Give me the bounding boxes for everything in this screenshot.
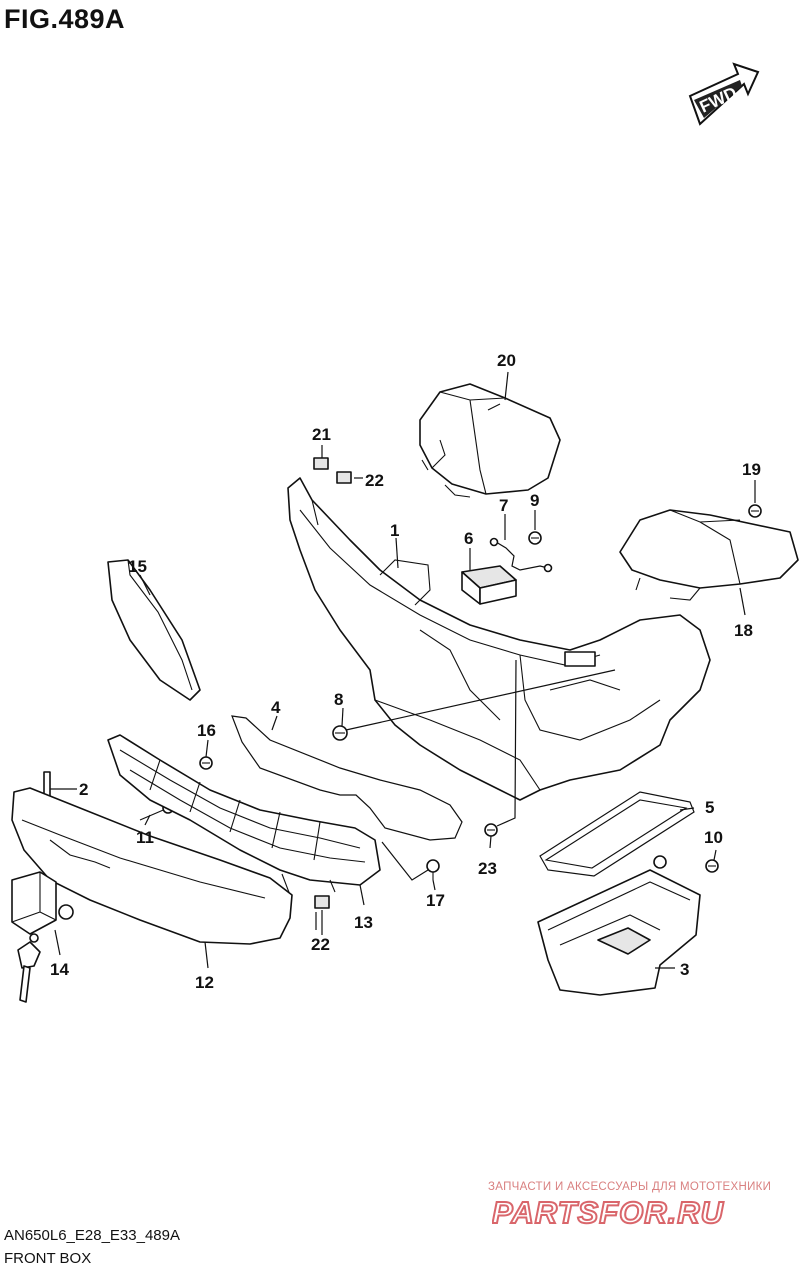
part-3-box-tray (537, 855, 701, 996)
callout-11: 11 (136, 828, 154, 847)
callout-20: 20 (497, 351, 516, 370)
part-4-seal (231, 715, 463, 841)
callout-15: 15 (128, 557, 147, 576)
part-13-lid-frame (107, 734, 381, 896)
model-code: AN650L6_E28_E33_489A (4, 1227, 180, 1244)
part-22-nut-icon-upper (336, 471, 352, 484)
part-7-wire-lead (489, 537, 553, 573)
watermark-logo: PARTSFOR.RU (492, 1195, 725, 1229)
part-22-nut-icon-lower (314, 895, 330, 909)
callout-4: 4 (271, 698, 281, 717)
leader-lines (50, 371, 756, 969)
callout-7: 7 (499, 496, 508, 515)
part-16-screw-icon (199, 756, 213, 770)
fwd-arrow-icon: FWD (688, 62, 760, 126)
part-12-outer-lid (11, 787, 293, 945)
section-name: FRONT BOX (4, 1250, 92, 1267)
callout-13: 13 (354, 913, 373, 932)
part-20-inner-pocket (419, 383, 561, 498)
part-15-side-lid (107, 559, 201, 701)
callout-5: 5 (705, 798, 714, 817)
callout-8: 8 (334, 690, 343, 709)
part-9-screw-icon (528, 531, 542, 545)
watermark-logo-text: PARTSFOR.RU (492, 1195, 725, 1229)
callout-1: 1 (390, 521, 399, 540)
part-5-gasket (539, 791, 695, 877)
callout-17: 17 (426, 891, 445, 910)
part-18-inner-pocket (619, 509, 799, 601)
callout-22-upper: 22 (365, 471, 384, 490)
part-6-cushion-pad (461, 565, 517, 605)
callout-23: 23 (478, 859, 497, 878)
part-8-screw-icon (332, 725, 348, 741)
callout-14: 14 (50, 960, 69, 979)
callout-2: 2 (79, 780, 88, 799)
figure-title: FIG.489A (4, 4, 126, 34)
callout-21: 21 (312, 425, 331, 444)
part-19-screw-icon (748, 504, 762, 518)
callout-12: 12 (195, 973, 214, 992)
callout-18: 18 (734, 621, 753, 640)
callout-3: 3 (680, 960, 689, 979)
callout-16: 16 (197, 721, 216, 740)
callout-6: 6 (464, 529, 473, 548)
part-17-clip-icon (426, 859, 440, 880)
part-21-clip-icon (313, 457, 329, 470)
watermark-tagline: ЗАПЧАСТИ И АКСЕССУАРЫ ДЛЯ МОТОТЕХНИКИ (488, 1181, 772, 1193)
callout-19: 19 (742, 460, 761, 479)
callout-22-lower: 22 (311, 935, 330, 954)
part-14-lock-set (11, 871, 74, 1003)
callout-10: 10 (704, 828, 723, 847)
callout-9: 9 (530, 491, 539, 510)
part-10-screw-icon (705, 859, 719, 873)
part-23-screw-icon (484, 823, 498, 837)
